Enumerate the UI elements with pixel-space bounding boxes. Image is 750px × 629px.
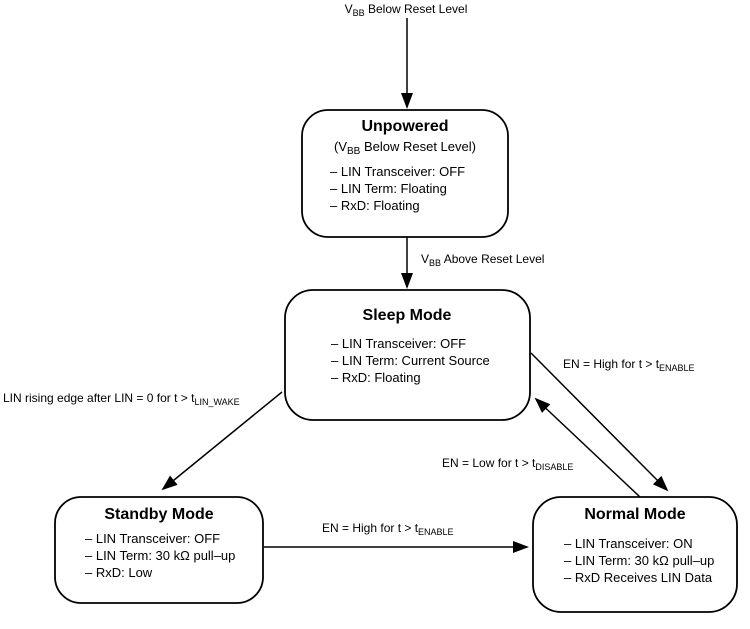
label-part: (V (334, 139, 347, 154)
label-subscript: BB (429, 258, 441, 268)
label-part: EN = High for t > t (563, 357, 660, 371)
state-sleep-box (284, 289, 531, 421)
transition-vbb-above-label: VBB Above Reset Level (421, 252, 544, 268)
transition-en-low-arrow (534, 397, 641, 498)
state-unpowered-item-0: – LIN Transceiver: OFF (330, 164, 465, 179)
state-standby-item-0: – LIN Transceiver: OFF (85, 531, 220, 546)
state-unpowered-item-1: – LIN Term: Floating (330, 181, 447, 196)
state-sleep: Sleep Mode – LIN Transceiver: OFF – LIN … (284, 289, 531, 421)
state-normal-item-2: – RxD Receives LIN Data (564, 570, 713, 585)
label-part: EN = High for t > t (322, 521, 419, 535)
state-normal: Normal Mode – LIN Transceiver: ON – LIN … (532, 496, 738, 613)
label-part: V (421, 252, 429, 266)
state-normal-box (532, 496, 738, 613)
state-sleep-title: Sleep Mode (363, 307, 452, 324)
label-subscript: LIN_WAKE (194, 397, 239, 407)
state-unpowered: Unpowered (VBB Below Reset Level) – LIN … (301, 109, 509, 238)
state-normal-item-0: – LIN Transceiver: ON (564, 536, 693, 551)
label-part: Above Reset Level (441, 252, 544, 266)
state-sleep-item-1: – LIN Term: Current Source (331, 353, 490, 368)
state-standby-item-2: – RxD: Low (85, 565, 153, 580)
state-sleep-item-0: – LIN Transceiver: OFF (331, 336, 466, 351)
transition-vbb-below-label: VBB Below Reset Level (345, 2, 468, 18)
state-standby-item-1: – LIN Term: 30 kΩ pull–up (85, 548, 235, 563)
label-part: V (345, 2, 353, 16)
state-unpowered-subtitle: (VBB Below Reset Level) (334, 139, 476, 157)
label-subscript: ENABLE (659, 363, 695, 373)
state-unpowered-box (301, 109, 509, 238)
transition-en-high-sleep-label: EN = High for t > tENABLE (563, 357, 695, 373)
state-standby-box (54, 496, 264, 604)
label-subscript: BB (347, 146, 361, 157)
label-part: LIN rising edge after LIN = 0 for t > t (3, 391, 195, 405)
state-standby: Standby Mode – LIN Transceiver: OFF – LI… (54, 496, 264, 604)
state-unpowered-item-2: – RxD: Floating (330, 198, 420, 213)
state-normal-item-1: – LIN Term: 30 kΩ pull–up (564, 553, 714, 568)
transition-en-high-sleep-arrow (530, 352, 669, 492)
label-part: EN = Low for t > t (442, 456, 536, 470)
transition-labels: VBB Below Reset Level VBB Above Reset Le… (3, 2, 695, 537)
label-subscript: DISABLE (535, 462, 573, 472)
label-subscript: BB (353, 8, 365, 18)
state-sleep-item-2: – RxD: Floating (331, 370, 421, 385)
state-normal-title: Normal Mode (584, 506, 685, 523)
label-part: Below Reset Level) (360, 139, 476, 154)
state-standby-title: Standby Mode (104, 506, 213, 523)
transition-en-high-standby-label: EN = High for t > tENABLE (322, 521, 454, 537)
label-subscript: ENABLE (418, 527, 454, 537)
label-part: Below Reset Level (365, 2, 468, 16)
transition-lin-wake-arrow (161, 391, 283, 491)
state-unpowered-title: Unpowered (361, 118, 448, 135)
transition-lin-wake-label: LIN rising edge after LIN = 0 for t > tL… (3, 391, 240, 407)
transition-en-low-label: EN = Low for t > tDISABLE (442, 456, 573, 472)
transition-arrows (161, 18, 669, 553)
